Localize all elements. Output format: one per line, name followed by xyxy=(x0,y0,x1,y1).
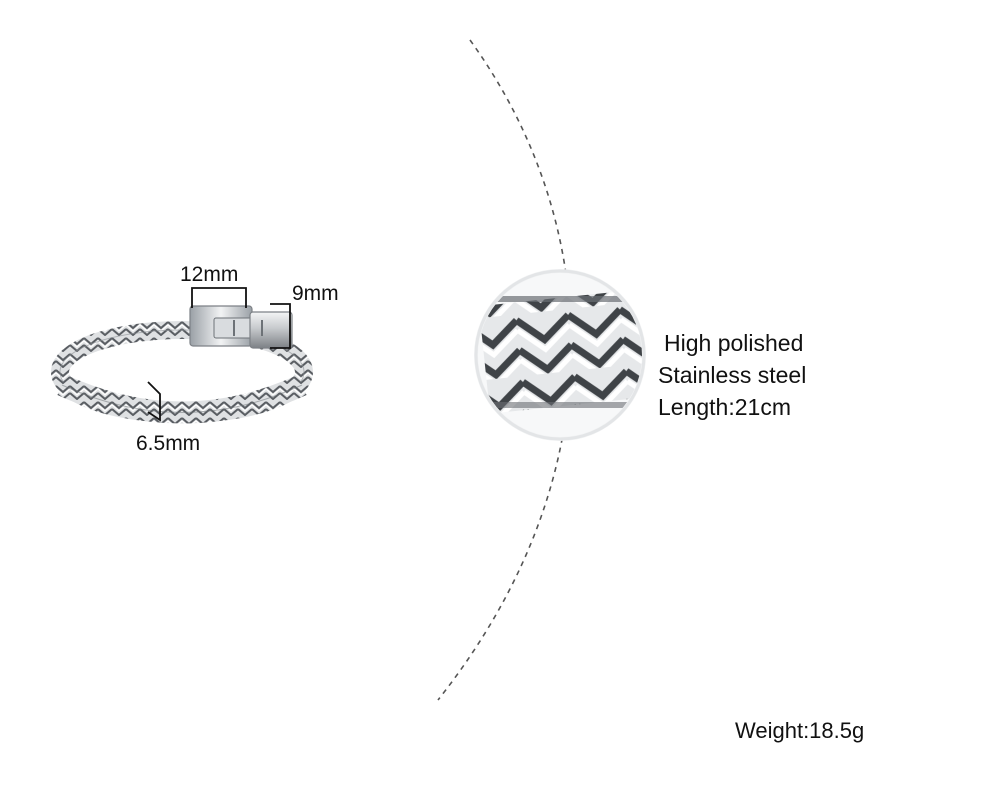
chain-width-label: 6.5mm xyxy=(136,432,201,455)
weight-label: Weight:18.5g xyxy=(735,718,865,743)
clasp-height-label: 9mm xyxy=(292,282,339,305)
clasp-width-label: 12mm xyxy=(180,263,239,286)
spec-finish: High polished xyxy=(664,330,804,356)
spec-length: Length:21cm xyxy=(658,394,791,420)
spec-material: Stainless steel xyxy=(658,362,807,388)
